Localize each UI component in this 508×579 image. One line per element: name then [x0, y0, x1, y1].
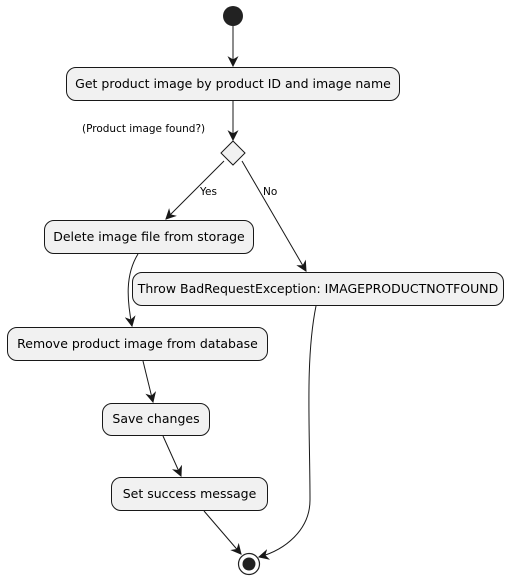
remove-product-image-node: Remove product image from database	[7, 327, 268, 361]
throw-exception-node: Throw BadRequestException: IMAGEPRODUCTN…	[132, 272, 504, 306]
delete-image-file-node: Delete image file from storage	[44, 220, 254, 254]
edge-decision-yes	[165, 160, 225, 220]
edge-save-to-message	[162, 435, 182, 478]
start-node	[223, 6, 243, 26]
edge-message-to-end	[203, 510, 242, 555]
get-product-image-node: Get product image by product ID and imag…	[66, 67, 400, 101]
decision-question-label: (Product image found?)	[82, 123, 206, 135]
end-node	[237, 552, 261, 576]
set-success-message-node: Set success message	[111, 477, 268, 511]
edge-delete-to-remove	[124, 253, 139, 328]
decision-diamond	[220, 140, 246, 166]
edge-decision-no	[241, 160, 307, 272]
save-changes-node: Save changes	[102, 403, 210, 436]
edge-remove-to-save	[142, 360, 156, 404]
yes-branch-label: Yes	[200, 186, 217, 198]
edge-exception-to-end	[257, 305, 317, 560]
no-branch-label: No	[263, 186, 278, 198]
